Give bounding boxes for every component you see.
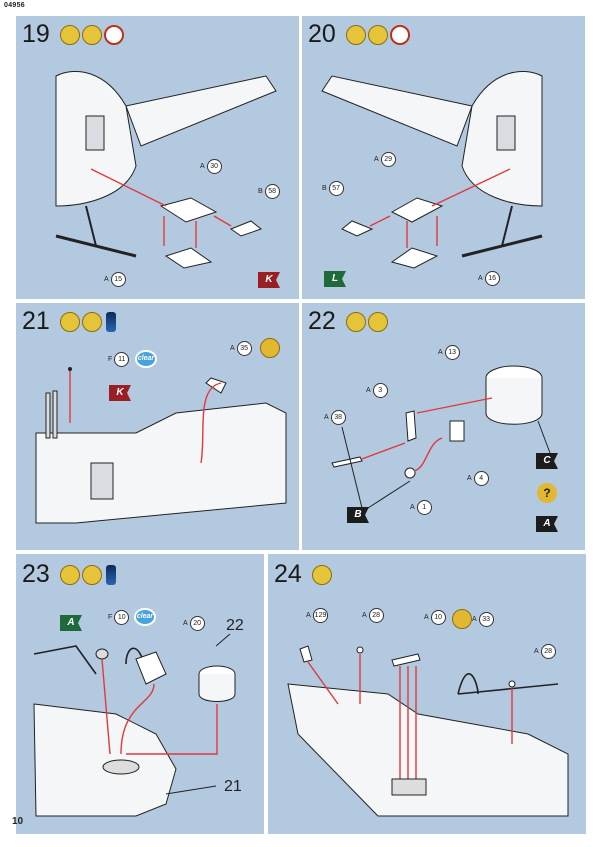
tool-icons (346, 312, 388, 332)
tool-icons (60, 312, 116, 332)
tool-icons (60, 25, 124, 45)
glue-icon (60, 565, 80, 585)
glue-icon (60, 312, 80, 332)
color-tag: B (347, 507, 369, 523)
paint-pot-icon (106, 565, 116, 585)
step-22-drawing (331, 365, 551, 509)
page-number: 10 (12, 816, 24, 827)
step-number: 21 (22, 307, 50, 335)
question-badge: ? (537, 483, 557, 503)
step-number: 23 (22, 560, 50, 588)
step-number: 24 (274, 560, 302, 588)
clear-part-badge: clear (135, 350, 157, 368)
tool-icons (346, 25, 410, 45)
paint-pot-icon (106, 312, 116, 332)
step-reference-label: 22 (226, 617, 244, 634)
color-tag: L (324, 271, 346, 287)
step-24-drawing (287, 645, 569, 817)
brush-glue-icon (368, 312, 388, 332)
color-tag: C (536, 453, 558, 469)
step-reference-label: 21 (224, 778, 242, 795)
brush-glue-icon (368, 25, 388, 45)
step-number: 19 (22, 20, 50, 48)
tool-icons (312, 565, 332, 585)
color-tag: A (60, 615, 82, 631)
rotate-icon (260, 338, 280, 358)
glue-icon (312, 565, 332, 585)
color-tag: A (536, 516, 558, 532)
clock-icon (390, 25, 410, 45)
step-number: 20 (308, 20, 336, 48)
step-19-drawing (55, 70, 277, 269)
step-number: 22 (308, 307, 336, 335)
brush-glue-icon (82, 312, 102, 332)
step-20-drawing (321, 70, 543, 269)
step-21-drawing (35, 367, 287, 524)
glue-icon (60, 25, 80, 45)
rotate-icon (452, 609, 472, 629)
clock-icon (104, 25, 124, 45)
brush-glue-icon (82, 565, 102, 585)
brush-glue-icon (82, 25, 102, 45)
tool-icons (60, 565, 116, 585)
color-tag: K (258, 272, 280, 288)
clear-part-badge: clear (134, 608, 156, 626)
document-code: 04956 (4, 2, 25, 9)
glue-icon (346, 312, 366, 332)
glue-icon (346, 25, 366, 45)
step-23-drawing (33, 633, 236, 817)
color-tag: K (109, 385, 131, 401)
